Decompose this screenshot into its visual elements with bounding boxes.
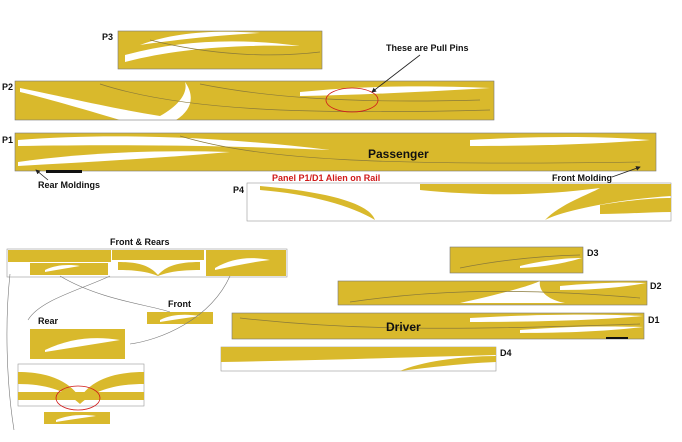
pull-pins-pointer bbox=[371, 54, 421, 93]
rear-moldings-annotation: Rear Moldings bbox=[38, 180, 100, 190]
front-rears-group bbox=[6, 248, 288, 278]
panel-p2 bbox=[14, 80, 495, 121]
front-rears-label: Front & Rears bbox=[110, 237, 170, 247]
alien-on-rail-note: Panel P1/D1 Alien on Rail bbox=[272, 173, 380, 183]
panel-p4 bbox=[246, 182, 672, 222]
swoosh-graphic bbox=[470, 137, 650, 146]
swoosh-graphic bbox=[420, 184, 671, 220]
panel-p3 bbox=[117, 30, 323, 70]
driver-label: Driver bbox=[386, 320, 421, 334]
rear-panels bbox=[17, 329, 145, 424]
pinstripe bbox=[459, 254, 581, 269]
panel-d2 bbox=[337, 280, 648, 306]
panel-label-p4: P4 bbox=[233, 185, 244, 195]
panel-label-d1: D1 bbox=[648, 315, 660, 325]
connector-lines bbox=[6, 273, 231, 431]
swoosh-graphic bbox=[520, 258, 582, 268]
pull-pin-highlight bbox=[325, 87, 379, 113]
passenger-label: Passenger bbox=[368, 147, 429, 161]
panel-label-p1: P1 bbox=[2, 135, 13, 145]
swoosh-graphic bbox=[140, 31, 260, 45]
swoosh-graphic bbox=[18, 151, 230, 166]
swoosh-graphic bbox=[221, 347, 496, 362]
rear-moldings-pointer bbox=[35, 169, 49, 181]
pull-pins-annotation: These are Pull Pins bbox=[386, 43, 469, 53]
panel-label-p3: P3 bbox=[102, 32, 113, 42]
swoosh-graphic bbox=[125, 41, 300, 62]
panel-d3 bbox=[449, 246, 584, 274]
panel-label-p2: P2 bbox=[2, 82, 13, 92]
panel-label-d2: D2 bbox=[650, 281, 662, 291]
swoosh-graphic bbox=[20, 82, 191, 120]
panel-label-d3: D3 bbox=[587, 248, 599, 258]
panel-d1 bbox=[231, 312, 645, 340]
swoosh-graphic bbox=[18, 136, 330, 150]
swoosh-graphic bbox=[520, 326, 643, 333]
pinstripe bbox=[349, 290, 641, 303]
pinstripe bbox=[99, 83, 491, 113]
swoosh-graphic bbox=[260, 186, 375, 220]
rear-highlight bbox=[55, 385, 101, 411]
panel-label-d4: D4 bbox=[500, 348, 512, 358]
front-label: Front bbox=[168, 299, 191, 309]
rear-label: Rear bbox=[38, 316, 59, 326]
pinstripe bbox=[149, 39, 321, 56]
swoosh-graphic bbox=[470, 314, 643, 322]
scale-bar bbox=[606, 337, 628, 339]
panel-d4 bbox=[220, 346, 497, 372]
swoosh-graphic bbox=[460, 281, 565, 303]
swoosh-graphic bbox=[600, 198, 671, 214]
front-molding-pointer bbox=[611, 166, 641, 178]
front-panel bbox=[147, 312, 213, 324]
pinstripe bbox=[239, 317, 641, 329]
pinstripe bbox=[199, 83, 481, 102]
scale-bar bbox=[46, 170, 82, 173]
swoosh-graphic bbox=[560, 282, 646, 290]
swoosh-graphic bbox=[300, 86, 490, 96]
front-molding-annotation: Front Molding bbox=[552, 173, 612, 183]
panel-p1 bbox=[14, 132, 657, 173]
swoosh-graphic bbox=[400, 356, 496, 371]
pinstripe bbox=[179, 135, 641, 164]
